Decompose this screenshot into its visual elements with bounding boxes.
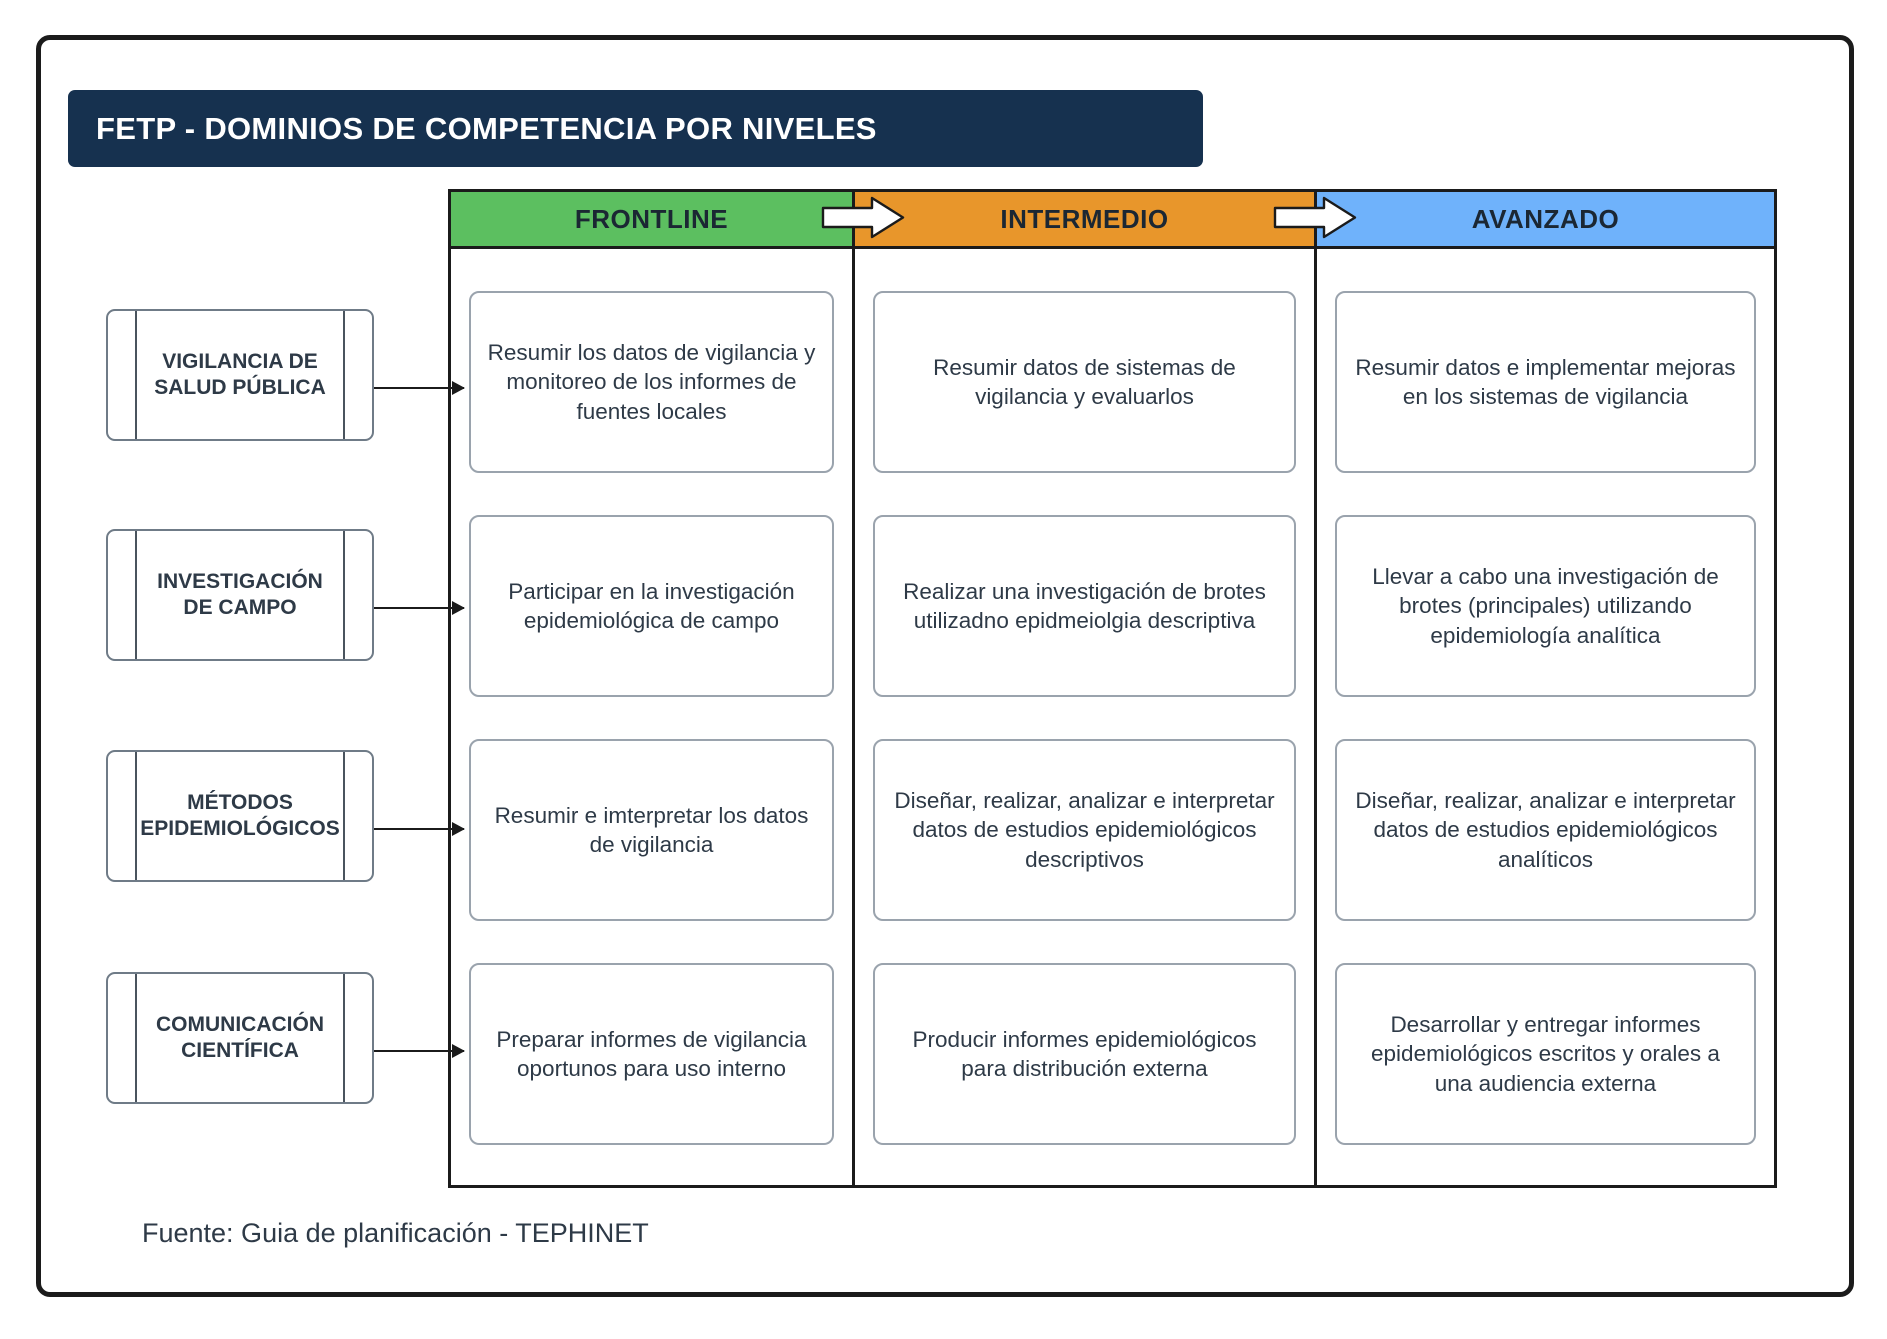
competency-text: Realizar una investigación de brotes uti… — [903, 578, 1266, 633]
connector-arrow-comunicacion — [374, 1044, 465, 1058]
domain-label: COMUNICACIÓN CIENTÍFICA — [156, 1012, 324, 1062]
competency-cell[interactable]: Desarrollar y entregar informes epidemio… — [1335, 963, 1756, 1145]
competency-text: Resumir e imterpretar los datos de vigil… — [494, 802, 809, 857]
column-body-frontline: Resumir los datos de vigilancia y monito… — [451, 249, 852, 1185]
domain-right-bar — [343, 974, 345, 1102]
competency-text: Desarrollar y entregar informes epidemio… — [1371, 1012, 1720, 1096]
source-note: Fuente: Guia de planificación - TEPHINET — [142, 1218, 649, 1248]
competency-text: Llevar a cabo una investigación de brote… — [1372, 564, 1719, 648]
competency-text: Diseñar, realizar, analizar e interpreta… — [894, 788, 1275, 872]
competency-cell[interactable]: Resumir e imterpretar los datos de vigil… — [469, 739, 834, 921]
domain-label: INVESTIGACIÓN DE CAMPO — [157, 569, 323, 619]
domain-label: VIGILANCIA DE SALUD PÚBLICA — [154, 349, 326, 399]
domain-right-bar — [343, 311, 345, 439]
competency-cell[interactable]: Llevar a cabo una investigación de brote… — [1335, 515, 1756, 697]
level-label: INTERMEDIO — [1000, 203, 1169, 234]
competency-text: Preparar informes de vigilancia oportuno… — [496, 1026, 807, 1081]
domain-left-bar — [135, 531, 137, 659]
competency-cell[interactable]: Diseñar, realizar, analizar e interpreta… — [873, 739, 1296, 921]
competency-text: Participar en la investigación epidemiol… — [508, 578, 795, 633]
competency-text: Resumir datos de sistemas de vigilancia … — [933, 354, 1236, 409]
competency-cell[interactable]: Preparar informes de vigilancia oportuno… — [469, 963, 834, 1145]
column-intermedio: INTERMEDIO Resumir datos de sistemas de … — [852, 189, 1317, 1188]
page-title: FETP - DOMINIOS DE COMPETENCIA POR NIVEL… — [96, 110, 877, 146]
competency-cell[interactable]: Resumir los datos de vigilancia y monito… — [469, 291, 834, 473]
competency-cell[interactable]: Participar en la investigación epidemiol… — [469, 515, 834, 697]
competency-cell[interactable]: Realizar una investigación de brotes uti… — [873, 515, 1296, 697]
column-avanzado: AVANZADO Resumir datos e implementar mej… — [1314, 189, 1777, 1188]
title-banner: FETP - DOMINIOS DE COMPETENCIA POR NIVEL… — [68, 90, 1203, 167]
domain-left-bar — [135, 974, 137, 1102]
domain-box-metodos: MÉTODOS EPIDEMIOLÓGICOS — [106, 750, 374, 882]
column-frontline: FRONTLINE Resumir los datos de vigilanci… — [448, 189, 855, 1188]
level-label: FRONTLINE — [574, 203, 729, 234]
levels-grid: FRONTLINE Resumir los datos de vigilanci… — [448, 189, 1780, 1188]
level-label: AVANZADO — [1471, 203, 1620, 234]
column-header-avanzado[interactable]: AVANZADO — [1317, 192, 1774, 249]
domain-box-vigilancia: VIGILANCIA DE SALUD PÚBLICA — [106, 309, 374, 441]
competency-text: Resumir datos e implementar mejoras en l… — [1355, 354, 1736, 409]
domain-box-comunicacion: COMUNICACIÓN CIENTÍFICA — [106, 972, 374, 1104]
connector-arrow-metodos — [374, 822, 465, 836]
arrow-right-icon — [1272, 194, 1358, 241]
connector-arrow-investigacion — [374, 601, 465, 615]
domain-right-bar — [343, 531, 345, 659]
domain-left-bar — [135, 752, 137, 880]
connector-arrow-vigilancia — [374, 381, 465, 395]
domain-box-investigacion: INVESTIGACIÓN DE CAMPO — [106, 529, 374, 661]
competency-text: Resumir los datos de vigilancia y monito… — [487, 340, 816, 424]
competency-text: Producir informes epidemiológicos para d… — [912, 1026, 1257, 1081]
competency-text: Diseñar, realizar, analizar e interpreta… — [1355, 788, 1736, 872]
column-body-intermedio: Resumir datos de sistemas de vigilancia … — [855, 249, 1314, 1185]
domain-left-bar — [135, 311, 137, 439]
competency-cell[interactable]: Resumir datos de sistemas de vigilancia … — [873, 291, 1296, 473]
domain-label: MÉTODOS EPIDEMIOLÓGICOS — [140, 790, 340, 840]
competency-cell[interactable]: Resumir datos e implementar mejoras en l… — [1335, 291, 1756, 473]
column-header-intermedio[interactable]: INTERMEDIO — [855, 192, 1314, 249]
competency-cell[interactable]: Producir informes epidemiológicos para d… — [873, 963, 1296, 1145]
competency-cell[interactable]: Diseñar, realizar, analizar e interpreta… — [1335, 739, 1756, 921]
column-body-avanzado: Resumir datos e implementar mejoras en l… — [1317, 249, 1774, 1185]
arrow-right-icon — [820, 194, 906, 241]
column-header-frontline[interactable]: FRONTLINE — [451, 192, 852, 249]
domain-right-bar — [343, 752, 345, 880]
